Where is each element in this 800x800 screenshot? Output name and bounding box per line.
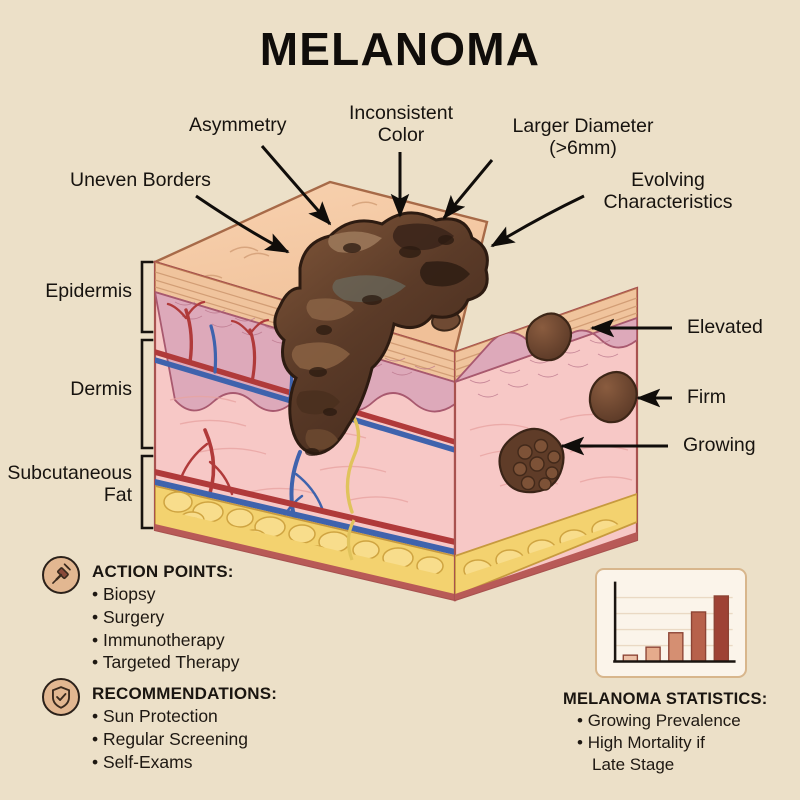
- chart-bar: [668, 632, 684, 663]
- bracket-epidermis: [140, 260, 154, 334]
- bracket-dermis: [140, 338, 154, 450]
- chart-bar: [713, 595, 730, 663]
- callout-evolving-characteristics: Evolving Characteristics: [603, 169, 733, 213]
- chart-bars: [622, 595, 730, 663]
- arrow-evolving-characteristics: [490, 194, 585, 248]
- layer-label-subcutaneous-fat: Subcutaneous Fat: [7, 462, 132, 506]
- callout-firm: Firm: [687, 386, 726, 408]
- lesion-firm: [588, 370, 638, 424]
- bar-chart: [613, 581, 736, 663]
- recommendations-list: • Sun Protection • Regular Screening • S…: [92, 705, 332, 773]
- statistics-block: MELANOMA STATISTICS: • Growing Prevalenc…: [563, 690, 799, 776]
- melanoma-lesion: [273, 211, 489, 456]
- arrow-larger-diameter: [442, 159, 494, 220]
- callout-growing: Growing: [683, 434, 756, 456]
- callout-arrows: [195, 145, 672, 456]
- action-points-list: • Biopsy • Surgery • Immunotherapy • Tar…: [92, 583, 322, 674]
- list-item: • Surgery: [92, 606, 165, 627]
- bracket-subcutaneous-fat: [140, 454, 154, 530]
- shield-check-icon: [42, 678, 80, 716]
- statistics-heading: MELANOMA STATISTICS:: [563, 690, 768, 708]
- page-title: MELANOMA: [259, 23, 541, 75]
- chart-bar: [690, 611, 707, 663]
- callout-larger-diameter: Larger Diameter (>6mm): [512, 115, 654, 159]
- action-points-heading: ACTION POINTS:: [92, 562, 234, 581]
- lesion-elevated: [525, 312, 573, 362]
- recommendations-heading: RECOMMENDATIONS:: [92, 684, 278, 703]
- callout-inconsistent-color: Inconsistent Color: [348, 102, 454, 146]
- callout-uneven-borders: Uneven Borders: [70, 169, 211, 191]
- layer-label-dermis: Dermis: [70, 378, 132, 400]
- list-item: • Growing Prevalence: [577, 711, 741, 730]
- list-item: • Immunotherapy: [92, 629, 225, 650]
- layer-label-epidermis: Epidermis: [45, 280, 132, 302]
- list-item: • High Mortality if: [577, 733, 705, 753]
- lesion-growing: [498, 427, 565, 494]
- list-item: • Biopsy: [92, 584, 156, 604]
- action-points-block: ACTION POINTS: • Biopsy • Surgery • Immu…: [92, 562, 322, 674]
- arrow-asymmetry: [260, 145, 332, 226]
- chart-bar: [645, 646, 661, 663]
- melanoma-statistics-chart: [595, 568, 747, 678]
- arrow-uneven-borders: [195, 194, 290, 254]
- list-item: • Regular Screening: [92, 728, 248, 749]
- chart-gridlines: [615, 596, 733, 647]
- list-item: • Self-Exams: [92, 751, 193, 772]
- callout-elevated: Elevated: [687, 316, 763, 338]
- callout-asymmetry: Asymmetry: [189, 114, 287, 136]
- statistics-list: • Growing Prevalence • High Mortality if…: [563, 710, 799, 776]
- list-item: • Targeted Therapy: [92, 652, 240, 673]
- syringe-icon: [42, 556, 80, 594]
- layer-brackets: [140, 260, 154, 530]
- list-item: • Sun Protection: [92, 706, 218, 726]
- recommendations-block: RECOMMENDATIONS: • Sun Protection • Regu…: [92, 684, 332, 773]
- list-item: Late Stage: [592, 755, 675, 775]
